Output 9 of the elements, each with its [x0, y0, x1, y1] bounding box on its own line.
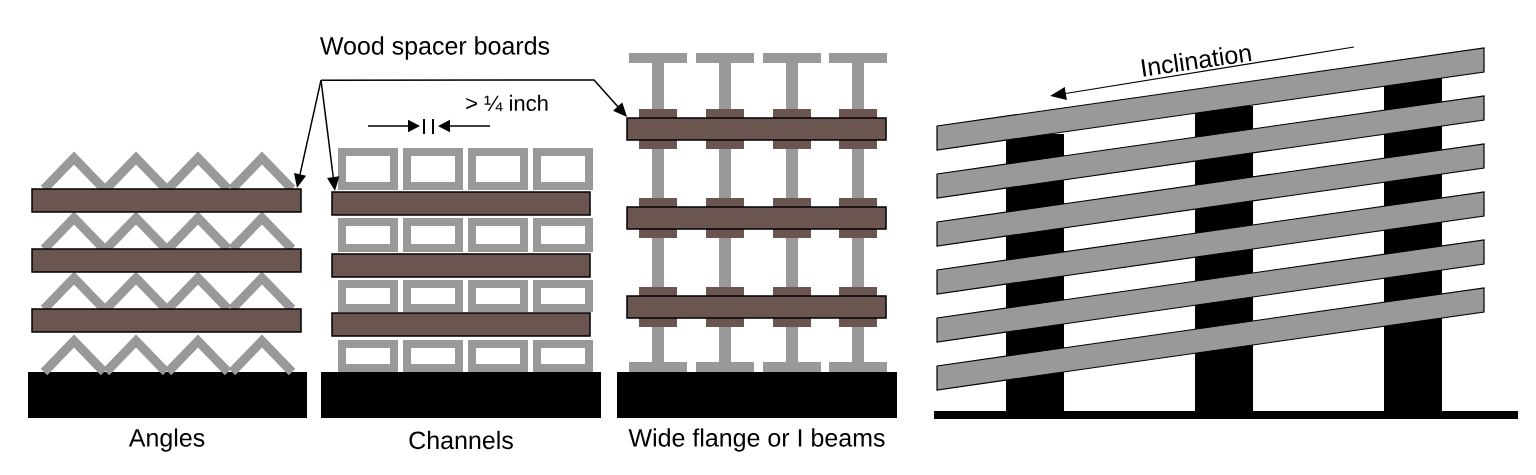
panel-caption: Wide flange or I beams	[628, 428, 885, 452]
panel-caption: Channels	[409, 430, 513, 450]
leader-arrow	[320, 79, 627, 117]
callout-text: Wood spacer boards	[320, 36, 550, 60]
wood-board	[31, 188, 302, 213]
panel-caption: Angles	[128, 428, 205, 452]
direction-label: Inclination	[1141, 47, 1252, 77]
dimension-label: > ¼ inch	[466, 94, 548, 112]
wood-board	[331, 191, 591, 216]
